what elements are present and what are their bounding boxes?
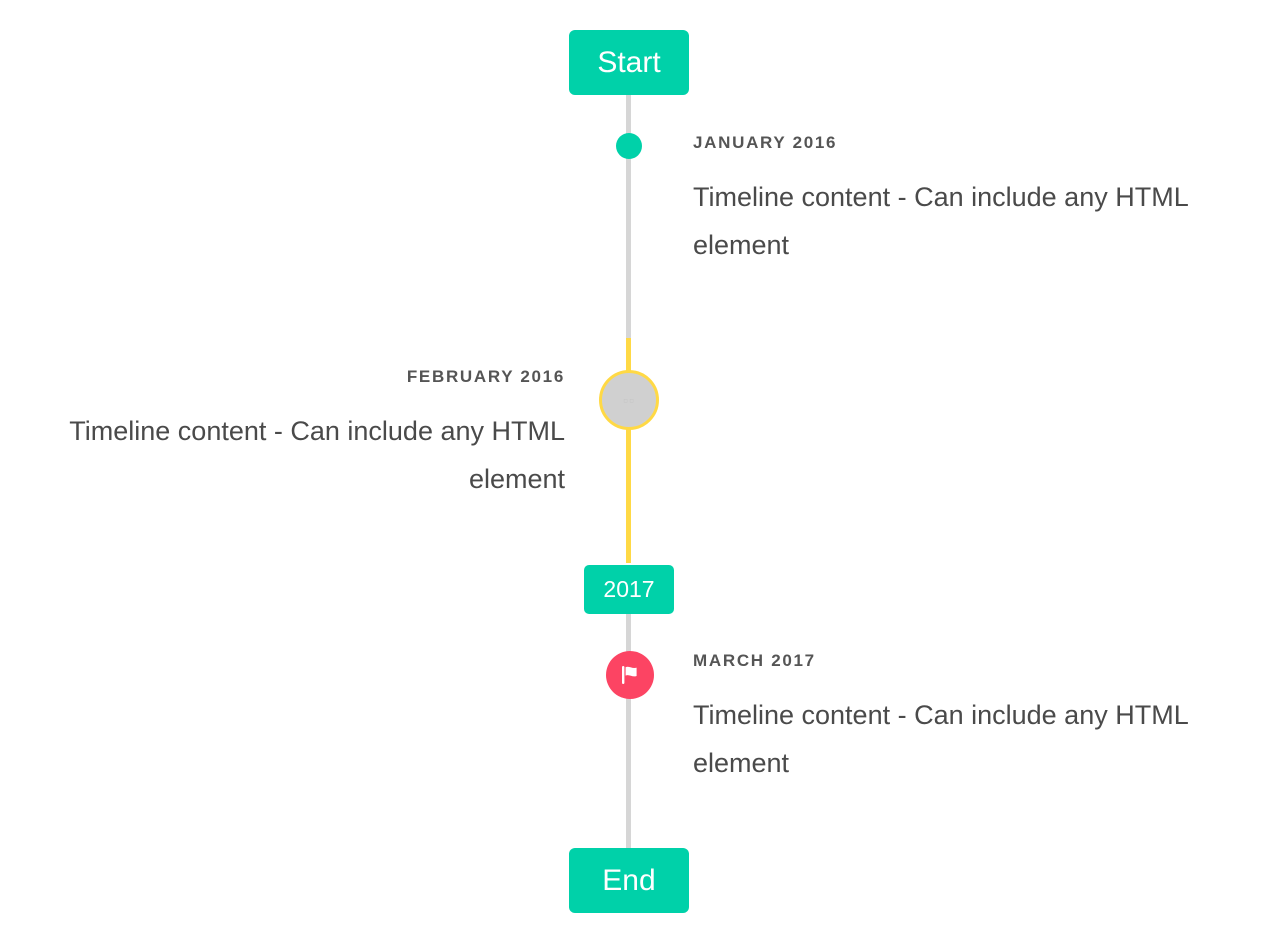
timeline-rail-gray-upper: [626, 92, 631, 340]
placeholder-glyph-icon: ▫▫: [623, 392, 635, 408]
flag-icon: [622, 666, 637, 684]
timeline-end-badge[interactable]: End: [569, 848, 689, 913]
timeline-start-label: Start: [597, 45, 661, 79]
timeline-start-badge[interactable]: Start: [569, 30, 689, 95]
timeline-rail-gray-lower: [626, 614, 631, 852]
timeline-entry-date: FEBRUARY 2016: [406, 367, 565, 386]
timeline-year-badge[interactable]: 2017: [584, 565, 674, 614]
timeline-end-label: End: [602, 863, 656, 897]
timeline-marker-flag-march[interactable]: [606, 651, 654, 699]
timeline-entry-body: Timeline content - Can include any HTML …: [693, 182, 1188, 261]
timeline-entry-body: Timeline content - Can include any HTML …: [69, 416, 565, 495]
timeline-entry-body: Timeline content - Can include any HTML …: [693, 700, 1188, 779]
timeline-marker-dot-january[interactable]: [616, 133, 642, 159]
timeline-entry-march: MARCH 2017 Timeline content - Can includ…: [693, 651, 1233, 787]
timeline-marker-ring-february[interactable]: ▫▫: [599, 370, 659, 430]
timeline-entry-january: JANUARY 2016 Timeline content - Can incl…: [693, 133, 1233, 269]
timeline-entry-date: JANUARY 2016: [693, 133, 838, 152]
timeline-entry-date: MARCH 2017: [693, 651, 816, 670]
timeline-year-label: 2017: [603, 576, 655, 602]
timeline-rail-highlight: [626, 338, 631, 563]
timeline-entry-february: FEBRUARY 2016 Timeline content - Can inc…: [35, 367, 565, 503]
